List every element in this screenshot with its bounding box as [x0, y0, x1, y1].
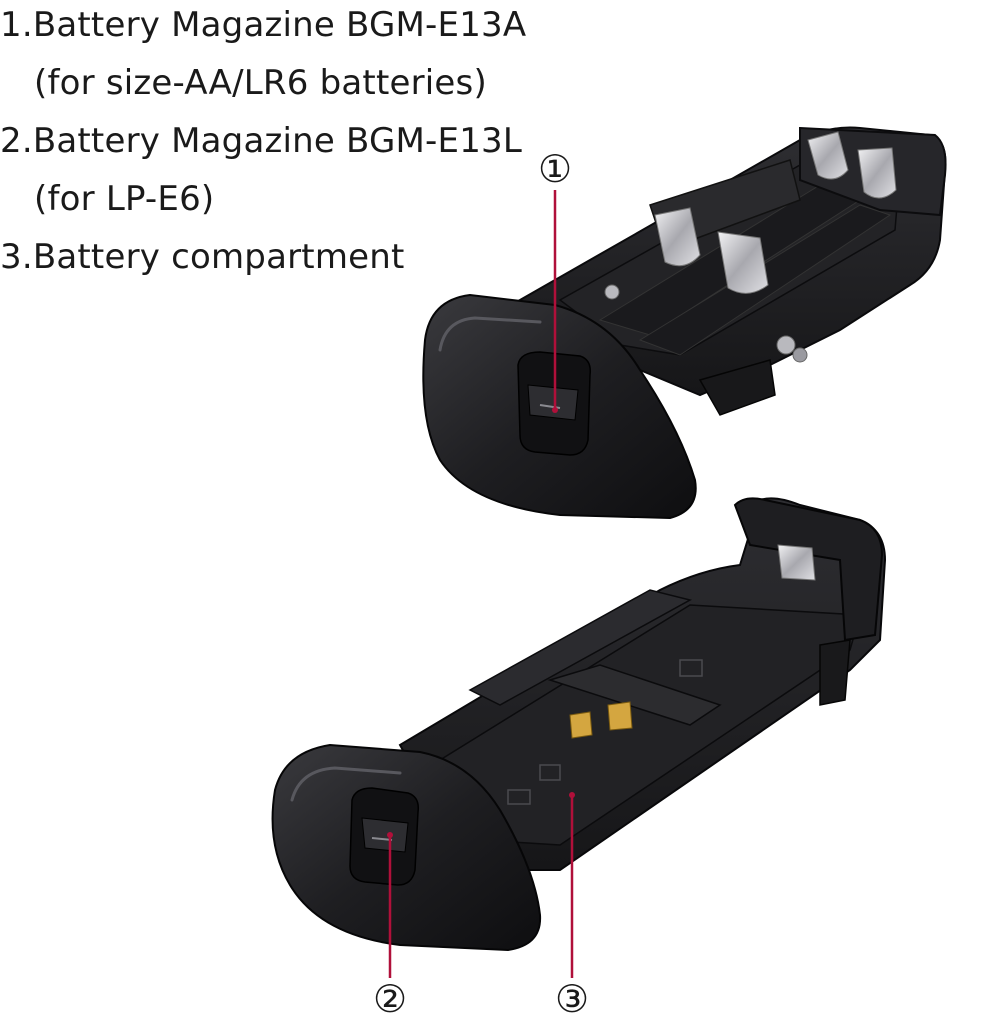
callout-number-3: ③: [554, 977, 590, 1021]
legend-item-3-title: 3.Battery compartment: [0, 237, 405, 277]
legend-item-1-subtitle: (for size-AA/LR6 batteries): [34, 63, 487, 103]
battery-magazine-aa-icon: [422, 126, 947, 520]
callout-leader-lines: [387, 190, 575, 978]
callout-number-2: ②: [372, 977, 408, 1021]
legend-item-1-title: 1.Battery Magazine BGM-E13A: [0, 5, 527, 45]
legend-item-2-title: 2.Battery Magazine BGM-E13L: [0, 121, 523, 161]
callout-number-1: ①: [537, 147, 573, 191]
legend-item-2-subtitle: (for LP-E6): [34, 179, 215, 219]
battery-magazine-lpe6-icon: [271, 497, 887, 952]
